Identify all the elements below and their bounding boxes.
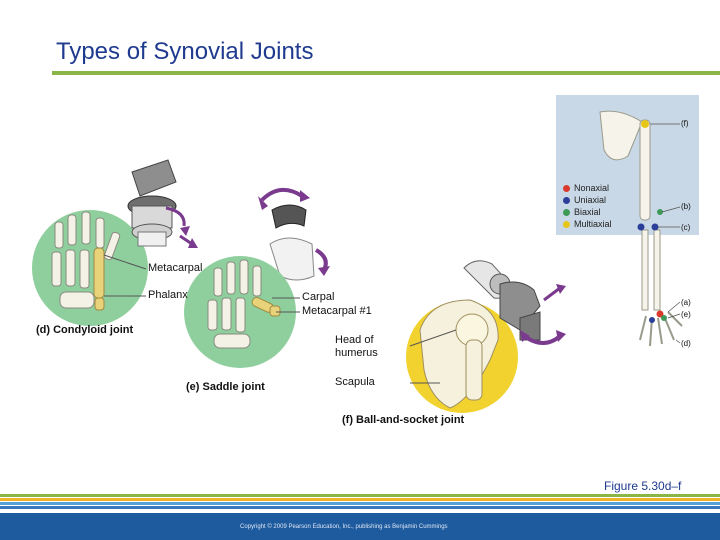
label-metacarpal-1: Metacarpal #1 xyxy=(302,305,372,317)
condyloid-joint-model xyxy=(127,159,198,248)
multiaxial-dot-icon xyxy=(563,221,570,228)
ball-socket-joint-model xyxy=(463,260,566,345)
legend-item-uniaxial: Uniaxial xyxy=(563,195,606,205)
caption-saddle-joint: (e) Saddle joint xyxy=(186,381,265,393)
biaxial-dot-icon xyxy=(563,209,570,216)
ref-a: (a) xyxy=(681,298,691,307)
skeleton-panel xyxy=(556,95,699,347)
joint-illustration xyxy=(32,95,699,413)
legend-item-multiaxial: Multiaxial xyxy=(563,219,612,229)
label-metacarpal: Metacarpal xyxy=(148,262,203,274)
title-underline xyxy=(52,71,720,75)
label-phalanx: Phalanx xyxy=(148,289,188,301)
uniaxial-dot-icon xyxy=(563,197,570,204)
ref-d: (d) xyxy=(681,339,691,348)
saddle-joint-illustration xyxy=(184,256,300,368)
label-scapula: Scapula xyxy=(335,376,375,388)
condyloid-joint-illustration xyxy=(32,210,148,326)
ref-f: (f) xyxy=(681,119,689,128)
saddle-joint-model xyxy=(258,188,330,281)
legend-item-nonaxial: Nonaxial xyxy=(563,183,609,193)
label-head-of: Head of xyxy=(335,334,374,346)
label-carpal: Carpal xyxy=(302,291,335,303)
caption-ball-socket-joint: (f) Ball-and-socket joint xyxy=(342,414,465,426)
figure-reference: Figure 5.30d–f xyxy=(604,479,682,493)
slide-title: Types of Synovial Joints xyxy=(56,38,314,65)
ref-c: (c) xyxy=(681,223,691,232)
nonaxial-dot-icon xyxy=(563,185,570,192)
label-humerus: humerus xyxy=(335,347,378,359)
ref-b: (b) xyxy=(681,202,691,211)
caption-condyloid-joint: (d) Condyloid joint xyxy=(36,324,134,336)
ball-socket-joint-illustration xyxy=(406,299,518,413)
copyright-text: Copyright © 2009 Pearson Education, Inc.… xyxy=(240,524,448,530)
footer-bar xyxy=(0,513,720,540)
footer-stripes xyxy=(0,494,720,510)
legend-item-biaxial: Biaxial xyxy=(563,207,601,217)
ref-e: (e) xyxy=(681,310,691,319)
